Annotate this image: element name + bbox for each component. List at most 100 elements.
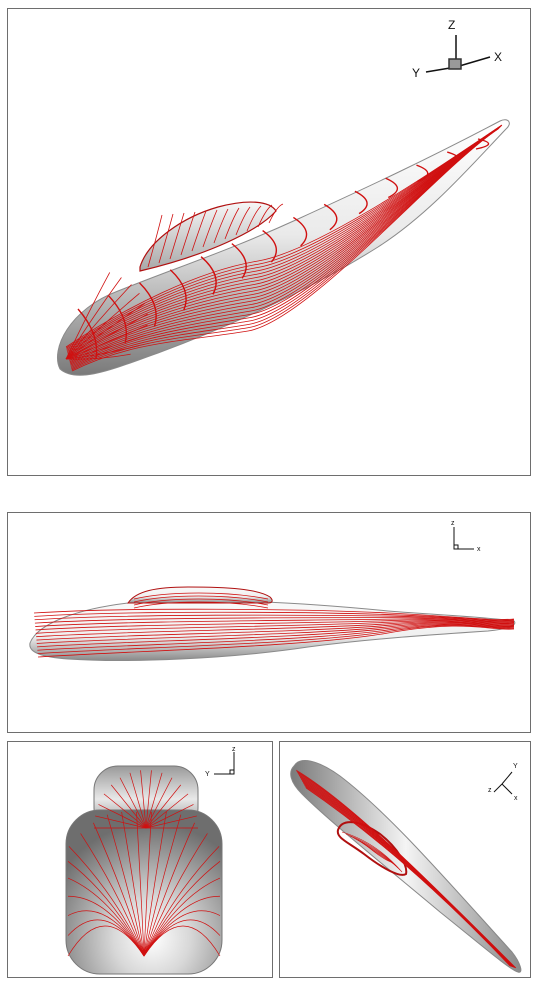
streamline [169, 212, 185, 260]
streamline [70, 128, 499, 368]
streamline [37, 625, 515, 658]
streamline [169, 269, 187, 311]
streamline [119, 777, 147, 829]
streamline [67, 126, 501, 356]
streamlines [295, 769, 517, 969]
streamline [446, 151, 459, 166]
axis-label-y: Y [412, 66, 420, 80]
streamline [108, 295, 127, 344]
front-view-panel: z Y [7, 741, 273, 978]
fuselage-surface [57, 119, 510, 376]
streamline [416, 164, 429, 182]
streamline [145, 772, 163, 829]
streamline [37, 623, 515, 648]
axis-label-z: z [232, 746, 236, 753]
axis-label-x: x [477, 546, 481, 553]
streamline [67, 861, 145, 957]
axis-triad [214, 752, 235, 775]
streamline [385, 177, 399, 199]
streamline [103, 793, 147, 829]
streamline [67, 125, 502, 354]
streamline [224, 207, 240, 240]
streamline [34, 614, 515, 622]
streamline [65, 345, 139, 360]
streamline [65, 335, 145, 360]
streamline [143, 846, 220, 957]
streamline [235, 206, 251, 236]
axis-label-z: z [488, 787, 492, 794]
streamline [65, 277, 122, 360]
streamline [145, 804, 194, 829]
streamline [323, 203, 338, 231]
streamline [95, 815, 147, 829]
streamline [143, 822, 195, 957]
streamline [35, 619, 515, 631]
streamline [71, 128, 499, 372]
streamline [246, 205, 262, 232]
streamline [68, 846, 145, 957]
streamline [268, 203, 284, 224]
streamline [257, 204, 273, 228]
streamline [158, 213, 174, 264]
streamline [36, 621, 515, 638]
streamline [143, 877, 221, 957]
axis-label-y: Y [513, 763, 518, 770]
streamline [65, 292, 140, 360]
streamline [67, 125, 502, 355]
streamline [143, 925, 221, 957]
streamline [98, 804, 147, 829]
streamline [357, 839, 395, 865]
streamline [475, 138, 490, 150]
streamline [180, 211, 196, 256]
streamline [66, 125, 502, 351]
canopy-surface [139, 201, 277, 272]
streamline [133, 598, 269, 606]
streamline [129, 772, 147, 829]
streamline [65, 272, 111, 360]
streamline [80, 833, 145, 957]
side-view: z x [29, 520, 516, 661]
streamline [65, 313, 148, 360]
streamline [65, 302, 146, 360]
streamline [140, 770, 147, 829]
streamline [93, 822, 145, 957]
streamline [36, 622, 515, 644]
streamline [145, 777, 173, 829]
axis-label-y: Y [205, 771, 210, 778]
axis-label-z: z [451, 520, 455, 527]
streamlines [67, 770, 221, 957]
streamline [143, 811, 152, 957]
streamline [68, 126, 501, 359]
streamline [65, 324, 148, 360]
streamline [133, 601, 269, 609]
streamline [293, 216, 308, 247]
streamline [145, 793, 189, 829]
streamline [110, 784, 147, 829]
streamline [35, 620, 515, 634]
streamline [66, 125, 502, 350]
streamline [33, 608, 515, 620]
streamline [143, 833, 208, 957]
axis-triad [493, 771, 513, 795]
streamline [37, 624, 515, 651]
front-view: z Y [65, 746, 236, 975]
streamline [71, 128, 499, 370]
streamline [34, 611, 515, 621]
streamline [70, 127, 499, 367]
streamline [67, 919, 145, 957]
streamline [145, 784, 182, 829]
streamline [143, 861, 221, 957]
streamline [37, 625, 515, 655]
streamline [68, 126, 501, 358]
streamline [69, 127, 500, 364]
streamline [67, 910, 145, 957]
streamline [354, 190, 368, 215]
streamline [34, 617, 515, 624]
streamline [133, 595, 269, 603]
streamlines [33, 592, 515, 658]
streamline [200, 256, 217, 295]
axis-triad [425, 35, 491, 73]
streamline [70, 127, 500, 366]
streamline [67, 895, 145, 957]
streamline [65, 284, 132, 360]
